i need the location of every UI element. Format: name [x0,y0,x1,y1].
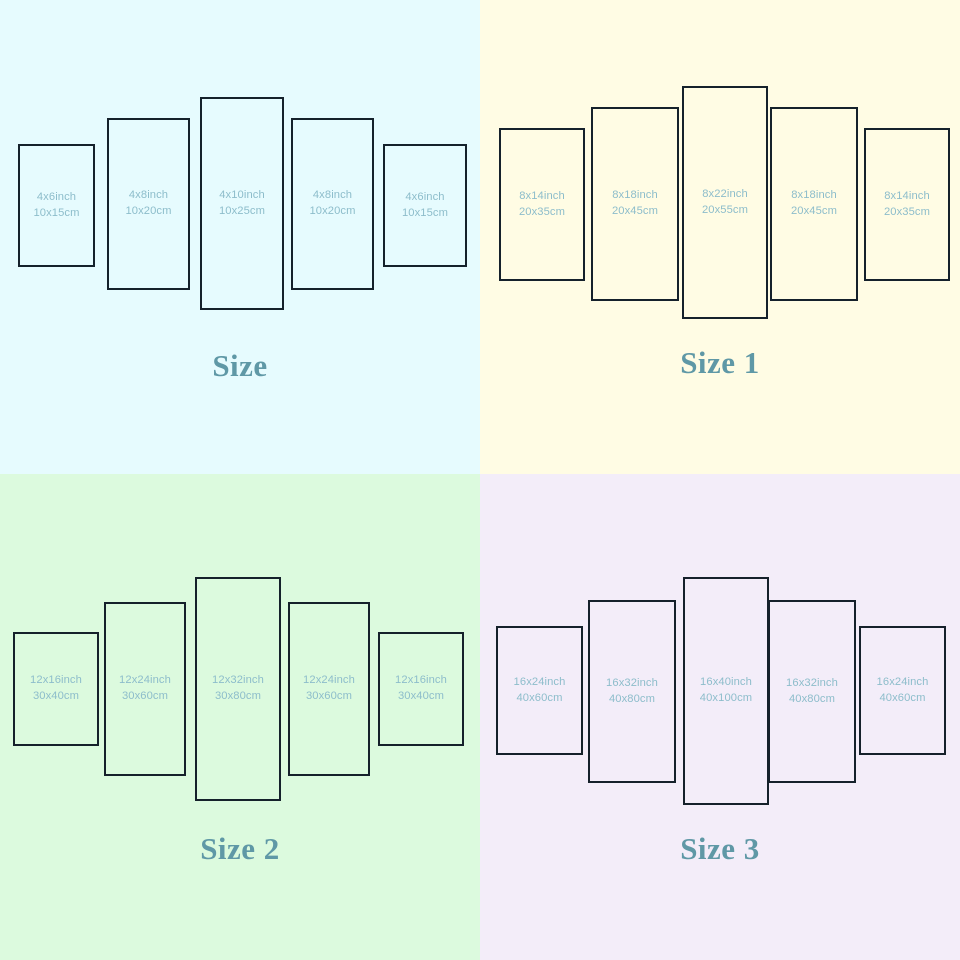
panel-size-inch: 4x6inch [36,190,77,203]
canvas-panel[interactable]: 4x8inch 10x20cm [291,118,374,290]
panel-size-cm: 20x35cm [883,205,931,218]
panel-size-cm: 40x80cm [788,692,836,705]
panel-size-inch: 16x24inch [876,675,929,688]
quadrant-title-size-1: Size 1 [680,345,760,380]
quadrant-size-3[interactable]: 16x24inch 40x60cm 16x32inch 40x80cm 16x40inc… [480,474,960,960]
quadrant-size-1[interactable]: 8x14inch 20x35cm 8x18inch 20x45cm 8x22inch 20… [480,0,960,474]
panel-size-inch: 8x18inch [612,189,658,202]
canvas-panel[interactable]: 4x6inch 10x15cm [18,144,95,267]
panel-size-inch: 4x8inch [128,189,169,202]
canvas-panel[interactable]: 16x32inch 40x80cm [768,600,856,783]
canvas-panel[interactable]: 8x14inch 20x35cm [864,128,950,281]
panel-size-cm: 10x15cm [33,206,80,219]
panel-size-cm: 20x45cm [790,205,838,217]
panel-size-inch: 12x16inch [30,674,82,687]
canvas-panel[interactable]: 4x6inch 10x15cm [383,144,467,267]
canvas-panel[interactable]: 12x16inch 30x40cm [378,632,464,746]
canvas-panel[interactable]: 8x18inch 20x45cm [591,107,679,301]
panel-size-cm: 10x15cm [401,206,449,219]
quadrant-size-2[interactable]: 12x16inch 30x40cm 12x24inch 30x60cm 12x32inc… [0,474,480,960]
panel-size-inch: 4x10inch [219,188,265,201]
canvas-panel[interactable]: 16x24inch 40x60cm [859,626,946,755]
panel-size-cm: 30x40cm [32,690,80,702]
panel-group-size: 4x6inch 10x15cm 4x8inch 10x20cm 4x10inch 10x2… [0,0,480,474]
canvas-panel[interactable]: 8x22inch 20x55cm [682,86,768,319]
panel-size-inch: 12x24inch [303,674,355,687]
panel-group-size-1: 8x14inch 20x35cm 8x18inch 20x45cm 8x22inch 20… [480,0,960,474]
panel-size-inch: 16x24inch [513,675,566,688]
panel-size-cm: 10x20cm [309,205,356,217]
canvas-panel[interactable]: 4x10inch 10x25cm [200,97,284,310]
panel-group-size-3: 16x24inch 40x60cm 16x32inch 40x80cm 16x40inc… [480,474,960,960]
panel-size-cm: 40x60cm [516,691,563,704]
panel-size-inch: 16x32inch [606,676,658,689]
panel-size-cm: 20x55cm [701,203,749,216]
canvas-panel[interactable]: 12x32inch 30x80cm [195,577,281,801]
panel-size-cm: 20x45cm [611,205,659,217]
quadrant-title-size: Size [212,348,268,383]
panel-size-inch: 8x18inch [791,189,837,202]
panel-size-cm: 40x60cm [879,691,926,704]
panel-size-inch: 12x16inch [395,674,447,687]
panel-size-inch: 4x8inch [312,189,353,202]
panel-size-inch: 16x32inch [786,676,838,689]
quadrant-title-size-3: Size 3 [680,831,760,866]
panel-size-cm: 10x20cm [125,205,172,217]
panel-size-cm: 40x80cm [608,692,656,705]
canvas-panel[interactable]: 12x24inch 30x60cm [288,602,370,776]
panel-group-size-2: 12x16inch 30x40cm 12x24inch 30x60cm 12x32inc… [0,474,480,960]
panel-size-cm: 30x40cm [397,690,445,702]
panel-size-cm: 10x25cm [218,204,266,217]
canvas-panel[interactable]: 8x18inch 20x45cm [770,107,858,301]
canvas-panel[interactable]: 8x14inch 20x35cm [499,128,585,281]
panel-size-cm: 30x60cm [121,690,169,702]
panel-size-cm: 40x100cm [699,692,753,704]
canvas-panel[interactable]: 16x24inch 40x60cm [496,626,583,755]
canvas-panel[interactable]: 12x24inch 30x60cm [104,602,186,776]
panel-size-inch: 16x40inch [700,676,752,689]
canvas-panel[interactable]: 4x8inch 10x20cm [107,118,190,290]
canvas-panel[interactable]: 16x40inch 40x100cm [683,577,769,805]
panel-size-cm: 20x35cm [518,205,566,218]
panel-size-cm: 30x60cm [305,690,353,702]
canvas-panel[interactable]: 16x32inch 40x80cm [588,600,676,783]
panel-size-inch: 12x32inch [212,674,264,687]
quadrant-size[interactable]: 4x6inch 10x15cm 4x8inch 10x20cm 4x10inch 10x2… [0,0,480,474]
canvas-panel[interactable]: 12x16inch 30x40cm [13,632,99,746]
panel-size-cm: 30x80cm [214,690,262,702]
panel-size-inch: 8x14inch [884,189,930,202]
panel-size-inch: 8x14inch [519,189,565,202]
panel-size-inch: 4x6inch [405,190,445,203]
panel-size-inch: 12x24inch [119,674,171,687]
quadrant-title-size-2: Size 2 [200,831,280,866]
panel-size-inch: 8x22inch [702,187,748,200]
